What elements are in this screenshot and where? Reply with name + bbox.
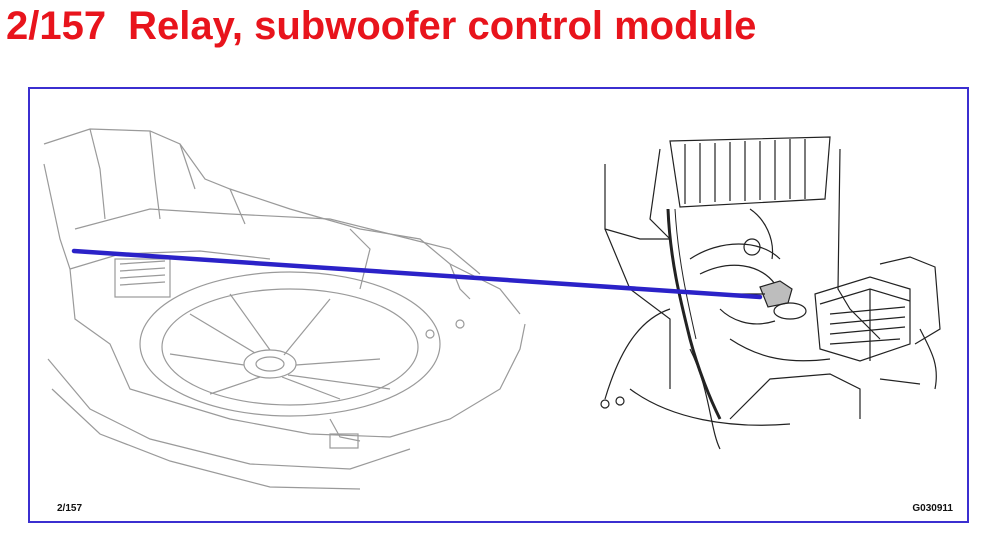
relay-closeup-drawing [600, 136, 941, 450]
illustration [43, 128, 941, 490]
diagram-ref-label: 2/157 [57, 503, 83, 514]
leader-line [71, 248, 763, 300]
diagram-number: 2/157 [6, 4, 107, 48]
component-title: Relay, subwoofer control module [128, 4, 757, 48]
trunk-overview-drawing [43, 128, 526, 490]
page-title: 2/157 Relay, subwoofer control module [6, 2, 756, 50]
drawing-code: G030911 [912, 503, 953, 514]
diagram-frame: 2/157 G030911 [28, 87, 969, 523]
